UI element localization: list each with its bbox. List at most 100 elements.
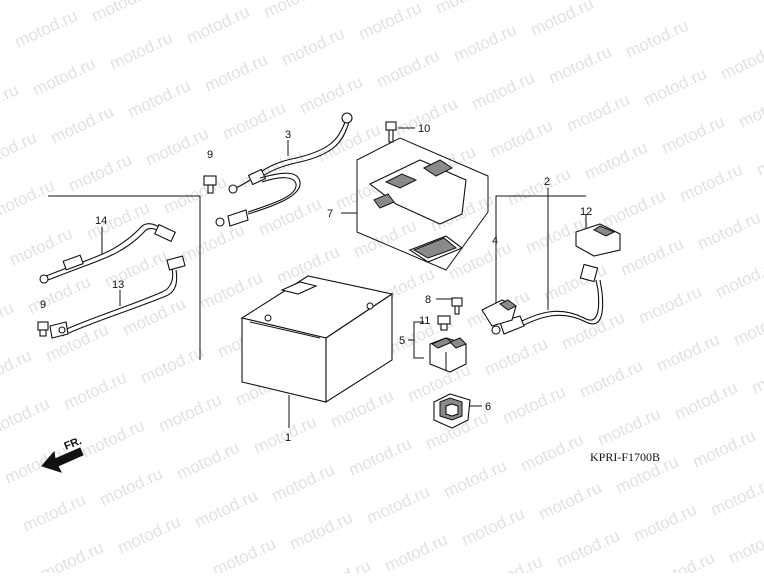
watermark-text: motod.ru — [631, 500, 700, 546]
watermark-text: motod.ru — [125, 76, 194, 122]
watermark-text: motod.ru — [0, 80, 21, 126]
watermark-text: motod.ru — [0, 298, 16, 344]
watermark-text: motod.ru — [536, 478, 605, 524]
watermark-text: motod.ru — [210, 534, 279, 573]
watermark-text: motod.ru — [25, 272, 94, 318]
watermark-text: motod.ru — [12, 6, 81, 52]
watermark-text: motod.ru — [564, 90, 633, 136]
watermark-text: motod.ru — [220, 98, 289, 144]
watermark-text: motod.ru — [559, 308, 628, 354]
watermark-text: motod.ru — [287, 508, 356, 554]
watermark-text: motod.ru — [582, 138, 651, 184]
watermark-text: motod.ru — [79, 416, 148, 462]
watermark-text: motod.ru — [649, 548, 718, 573]
cable-14 — [39, 223, 177, 284]
callout-2: 2 — [544, 176, 550, 188]
watermark-text: motod.ru — [654, 330, 723, 376]
watermark-text: motod.ru — [256, 194, 325, 240]
watermark-text: motod.ru — [179, 220, 248, 266]
watermark-text: motod.ru — [356, 0, 425, 44]
fuse-11 — [437, 315, 451, 331]
watermark-text: motod.ru — [48, 102, 117, 148]
callout-4: 4 — [492, 235, 498, 247]
cable-13 — [49, 255, 186, 339]
watermark-text: motod.ru — [202, 50, 271, 96]
cable-3 — [215, 112, 353, 227]
watermark-text: motod.ru — [382, 530, 451, 573]
callout-3: 3 — [285, 129, 291, 141]
callout-13: 13 — [112, 279, 124, 291]
watermark-text: motod.ru — [89, 0, 158, 26]
watermark-text: motod.ru — [269, 460, 338, 506]
watermark-text: motod.ru — [469, 68, 538, 114]
watermark-text: motod.ru — [546, 42, 615, 88]
battery-holder-plate — [368, 159, 467, 263]
watermark-text: motod.ru — [528, 0, 597, 40]
callout-10: 10 — [418, 123, 430, 135]
watermark-text: motod.ru — [713, 256, 764, 302]
watermark-text: motod.ru — [30, 54, 99, 100]
watermark-text: motod.ru — [731, 304, 764, 350]
watermark-text: motod.ru — [61, 368, 130, 414]
callout-12: 12 — [580, 206, 592, 218]
watermark-text: motod.ru — [690, 426, 759, 472]
watermark-text: motod.ru — [261, 0, 330, 22]
watermark-text: motod.ru — [184, 2, 253, 48]
watermark-text: motod.ru — [38, 538, 107, 573]
watermark-text: motod.ru — [477, 552, 546, 573]
watermark-text: motod.ru — [20, 490, 89, 536]
watermark-text: motod.ru — [192, 486, 261, 532]
watermark-text: motod.ru — [672, 378, 741, 424]
watermark-text: motod.ru — [66, 150, 135, 196]
watermark-text: motod.ru — [315, 120, 384, 166]
watermark-text: motod.ru — [297, 72, 366, 118]
drawing-code: KPRI-F1700B — [590, 450, 660, 464]
watermark-text: motod.ru — [600, 186, 669, 232]
watermark-text: motod.ru — [577, 356, 646, 402]
watermark-text: motod.ru — [487, 116, 556, 162]
watermark-text: motod.ru — [500, 382, 569, 428]
watermark-text: motod.ru — [482, 334, 551, 380]
watermark-text: motod.ru — [595, 404, 664, 450]
watermark-text: motod.ru — [197, 268, 266, 314]
watermark-text: motod.ru — [459, 504, 528, 550]
watermark-text: motod.ru — [441, 456, 510, 502]
watermark-text: motod.ru — [305, 556, 374, 573]
watermark-text: motod.ru — [346, 434, 415, 480]
watermark-text: motod.ru — [0, 394, 52, 440]
watermark-text: motod.ru — [0, 176, 57, 222]
forward-arrow-icon — [41, 447, 84, 473]
watermark-text: motod.ru — [659, 112, 728, 158]
watermark-text: motod.ru — [736, 86, 764, 132]
terminal-cover-12 — [575, 223, 621, 257]
watermark-text: motod.ru — [115, 512, 184, 558]
watermark-text: motod.ru — [374, 46, 443, 92]
bolt-9-upper — [203, 175, 217, 194]
callout-5: 5 — [399, 335, 405, 347]
watermark-text: motod.ru — [143, 124, 212, 170]
callout-7: 7 — [327, 208, 333, 220]
bolt-10 — [385, 121, 397, 143]
bolt-9-lower — [37, 321, 49, 337]
watermark-text: motod.ru — [623, 16, 692, 62]
watermark-text: motod.ru — [156, 390, 225, 436]
watermark-text: motod.ru — [107, 28, 176, 74]
fuse-8 — [451, 297, 463, 315]
watermark-text: motod.ru — [451, 20, 520, 66]
watermark-text: motod.ru — [677, 160, 746, 206]
watermark-text: motod.ru — [279, 24, 348, 70]
callout-11: 11 — [419, 315, 430, 327]
watermark-text: motod.ru — [708, 474, 764, 520]
relay-cover-6 — [433, 393, 471, 429]
watermark-text: motod.ru — [433, 0, 502, 18]
watermark-text: motod.ru — [749, 352, 764, 398]
watermark-text: motod.ru — [0, 346, 34, 392]
watermark-text: motod.ru — [0, 128, 39, 174]
watermark-text: motod.ru — [97, 464, 166, 510]
callout-9-upper: 9 — [207, 149, 213, 161]
watermark-text: motod.ru — [618, 234, 687, 280]
callout-8: 8 — [425, 294, 431, 306]
watermark-text: motod.ru — [0, 0, 62, 4]
watermark-text: motod.ru — [518, 430, 587, 476]
